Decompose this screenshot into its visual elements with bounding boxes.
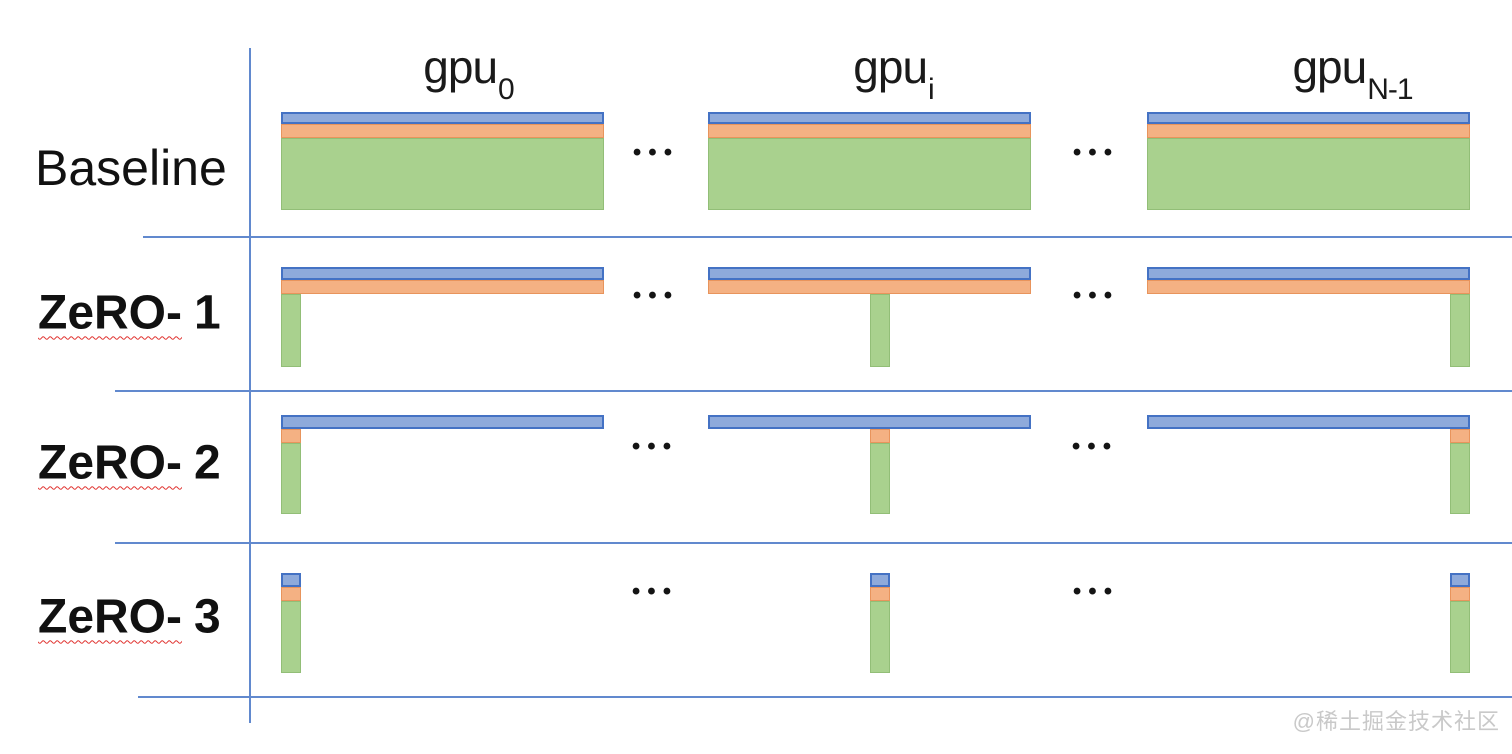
row-label-zero-1: ZeRO-1: [38, 286, 221, 341]
zero2-gpun1-orange-square: [1450, 429, 1470, 443]
baseline-gpu0-blue-strip: [281, 112, 604, 124]
zero2-gpu0-green-bar: [281, 443, 301, 514]
zero1-gpun1-orange-strip: [1147, 280, 1470, 294]
vertical-axis-line: [249, 48, 251, 723]
ellipsis-zero1-right: •••: [1072, 282, 1120, 309]
column-header-gpu0: gpu0: [423, 40, 514, 106]
zero1-gpui-green-bar: [870, 294, 890, 367]
zero3-gpun1-green-bar: [1450, 601, 1470, 673]
column-header-gpun1: gpuN-1: [1292, 40, 1413, 106]
row-separator-2: [115, 390, 1512, 392]
gpu0-subscript: 0: [498, 73, 515, 107]
zero3-gpu0-blue-square: [281, 573, 301, 587]
zero3-gpui-orange-square: [870, 587, 890, 601]
zero1-gpu0-green-bar: [281, 294, 301, 367]
baseline-gpui-green-block: [708, 138, 1031, 210]
zero3-gpui-blue-square: [870, 573, 890, 587]
zero-1-number: 1: [194, 286, 221, 340]
gpui-label: gpu: [853, 41, 928, 93]
row-label-baseline: Baseline: [35, 140, 227, 196]
gpu0-label: gpu: [423, 41, 498, 93]
ellipsis-baseline-left: •••: [632, 139, 680, 166]
row-separator-1: [143, 236, 1512, 238]
gpun1-label: gpu: [1292, 41, 1367, 93]
baseline-gpun1-blue-strip: [1147, 112, 1470, 124]
baseline-gpu0-green-block: [281, 138, 604, 210]
zero1-gpu0-blue-strip: [281, 267, 604, 280]
row-separator-4: [138, 696, 1512, 698]
column-header-gpui: gpui: [853, 40, 934, 106]
zero3-gpun1-orange-square: [1450, 587, 1470, 601]
zero3-gpu0-green-bar: [281, 601, 301, 673]
zero2-gpui-green-bar: [870, 443, 890, 514]
zero-2-prefix: ZeRO-: [38, 436, 182, 490]
baseline-gpun1-orange-strip: [1147, 124, 1470, 138]
ellipsis-baseline-right: •••: [1072, 139, 1120, 166]
zero-1-prefix: ZeRO-: [38, 286, 182, 340]
zero3-gpun1-blue-square: [1450, 573, 1470, 587]
zero-3-prefix: ZeRO-: [38, 590, 182, 644]
zero3-gpui-green-bar: [870, 601, 890, 673]
zero1-gpui-blue-strip: [708, 267, 1031, 280]
ellipsis-zero3-left: •••: [631, 578, 679, 605]
row-separator-3: [115, 542, 1512, 544]
zero1-gpui-orange-strip: [708, 280, 1031, 294]
zero1-gpun1-green-bar: [1450, 294, 1470, 367]
gpui-subscript: i: [928, 73, 935, 107]
zero2-gpun1-green-bar: [1450, 443, 1470, 514]
zero3-gpu0-orange-square: [281, 587, 301, 601]
zero2-gpui-orange-square: [870, 429, 890, 443]
baseline-gpui-orange-strip: [708, 124, 1031, 138]
zero1-gpun1-blue-strip: [1147, 267, 1470, 280]
ellipsis-zero1-left: •••: [632, 282, 680, 309]
ellipsis-zero3-right: •••: [1072, 578, 1120, 605]
gpun1-subscript: N-1: [1367, 73, 1413, 107]
baseline-gpun1-green-block: [1147, 138, 1470, 210]
baseline-gpui-blue-strip: [708, 112, 1031, 124]
row-label-zero-3: ZeRO-3: [38, 590, 221, 645]
row-label-zero-2: ZeRO-2: [38, 436, 221, 491]
baseline-gpu0-orange-strip: [281, 124, 604, 138]
zero2-gpun1-blue-strip: [1147, 415, 1470, 429]
zero2-gpui-blue-strip: [708, 415, 1031, 429]
zero-3-number: 3: [194, 590, 221, 644]
zero-2-number: 2: [194, 436, 221, 490]
watermark: @稀土掘金技术社区: [1292, 709, 1500, 734]
ellipsis-zero2-left: •••: [631, 433, 679, 460]
zero2-gpu0-orange-square: [281, 429, 301, 443]
zero2-gpu0-blue-strip: [281, 415, 604, 429]
ellipsis-zero2-right: •••: [1071, 433, 1119, 460]
zero1-gpu0-orange-strip: [281, 280, 604, 294]
